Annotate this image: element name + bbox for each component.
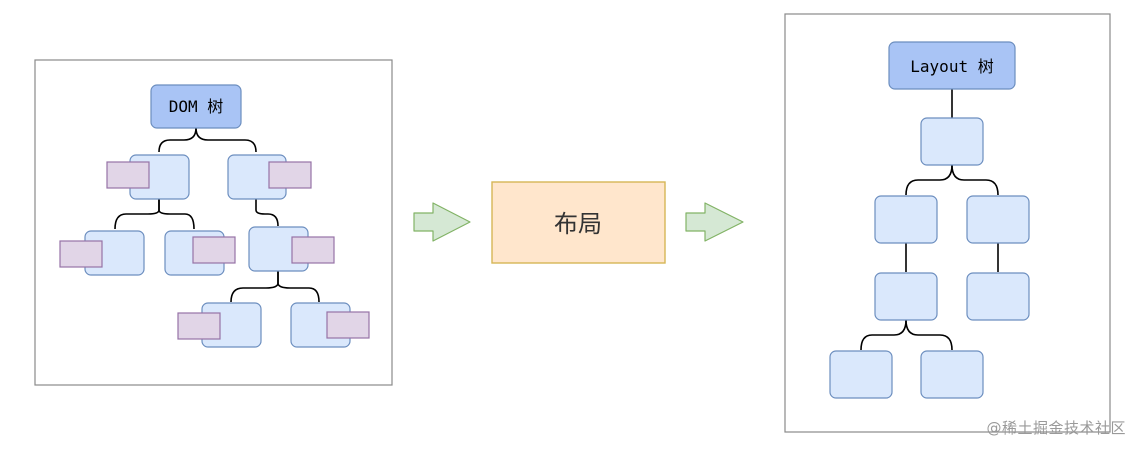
dom-tree-root: DOM 树 — [150, 84, 242, 129]
layout-node — [920, 350, 984, 399]
dom-edge-right-a — [255, 199, 279, 227]
style-tag — [268, 161, 312, 189]
dom-style-tags — [59, 161, 370, 340]
layout-tree-edges — [860, 89, 999, 351]
layout-node — [966, 272, 1030, 321]
layout-edge-e — [860, 319, 907, 351]
dom-tree-root-box — [150, 84, 242, 129]
layout-node — [874, 272, 938, 321]
layout-node — [920, 117, 984, 166]
layout-node — [966, 195, 1030, 244]
style-tag — [326, 311, 370, 339]
dom-tree-edges — [114, 127, 320, 303]
layout-tree-panel: Layout 树 — [784, 13, 1111, 433]
style-tag — [177, 312, 221, 340]
dom-edge-deep-b — [277, 271, 320, 303]
layout-process: 布局 — [491, 181, 666, 264]
layout-edge-a — [905, 164, 953, 196]
layout-tree-root-label: Layout 树 — [910, 57, 993, 76]
layout-edge-f — [905, 319, 953, 351]
dom-tree-panel: DOM 树 — [34, 59, 393, 386]
watermark: @稀土掘金技术社区 — [986, 419, 1126, 437]
layout-tree-root-box — [888, 41, 1016, 90]
layout-edge-b — [951, 164, 999, 196]
dom-edge-left-a — [114, 199, 160, 230]
layout-process-label: 布局 — [554, 210, 602, 238]
style-tag — [291, 236, 335, 264]
dom-edge-root-left — [158, 127, 197, 153]
dom-edge-left-b — [158, 199, 195, 230]
right-arrow-icon — [685, 202, 744, 242]
right-arrow-icon — [413, 202, 471, 242]
dom-tree-root-label: DOM 树 — [169, 97, 224, 116]
layout-tree-nodes — [829, 117, 1030, 399]
layout-process-box — [491, 181, 666, 264]
dom-edge-root-right — [195, 127, 257, 153]
layout-node — [874, 195, 938, 244]
layout-node — [829, 350, 893, 399]
layout-tree-root: Layout 树 — [888, 41, 1016, 90]
style-tag — [192, 236, 236, 264]
style-tag — [59, 240, 103, 268]
dom-edge-deep-a — [230, 271, 279, 303]
style-tag — [106, 161, 150, 189]
